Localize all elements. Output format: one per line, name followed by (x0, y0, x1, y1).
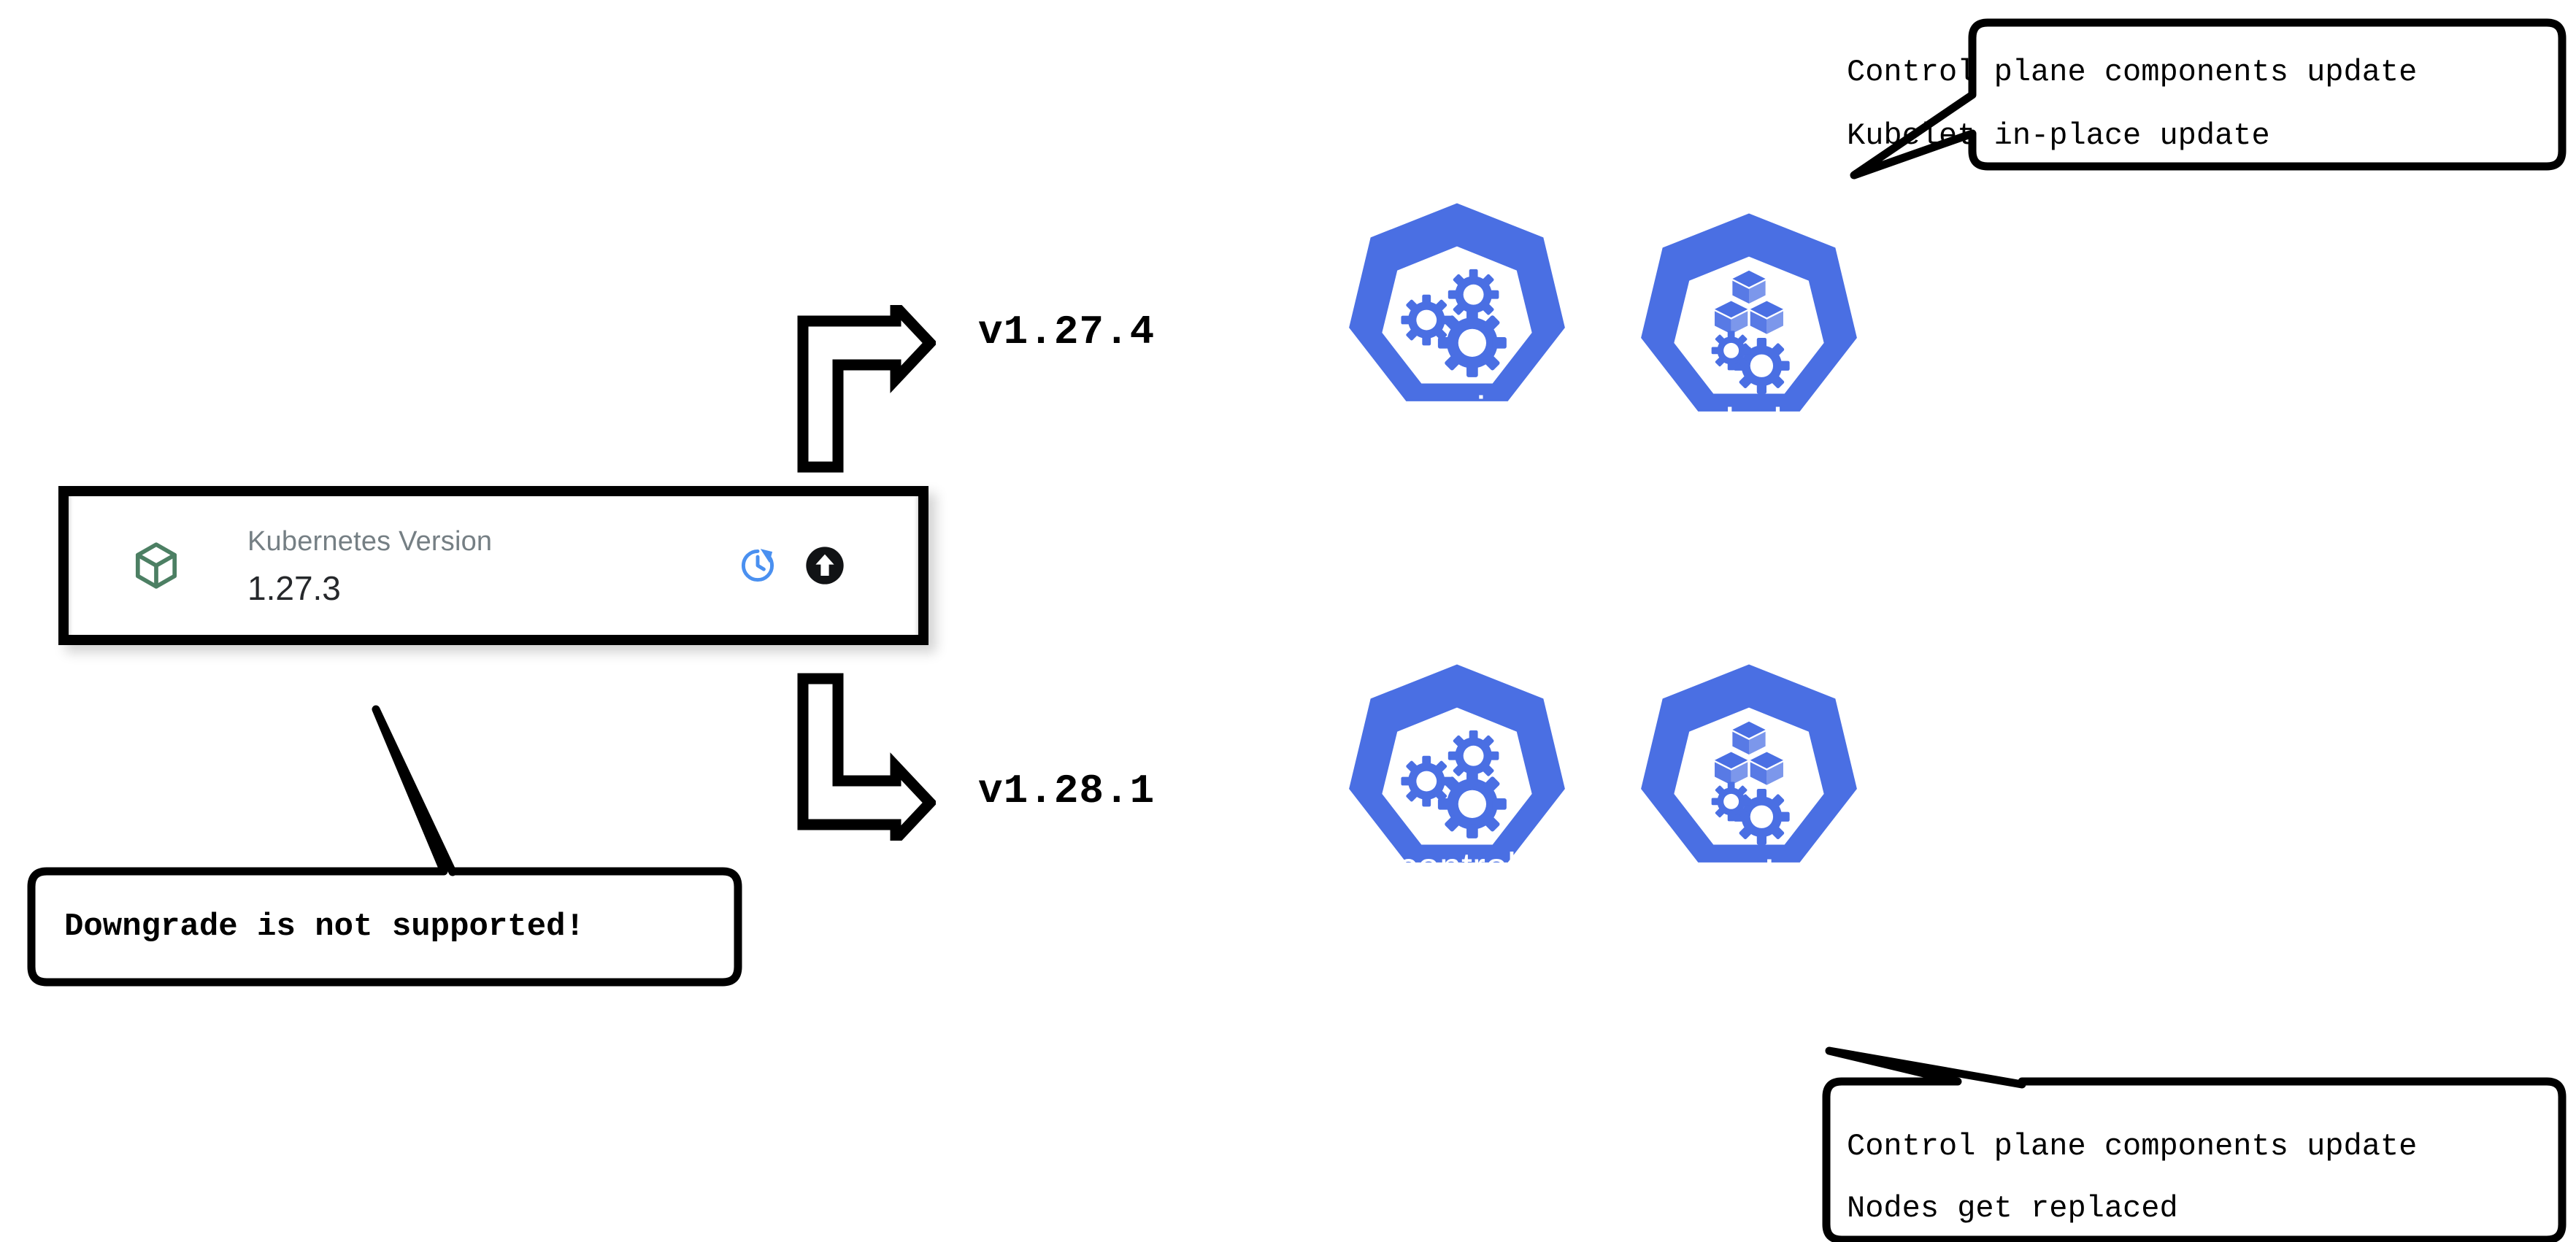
restore-clock-icon[interactable] (737, 545, 778, 586)
upgrade-arrow-circle-icon[interactable] (804, 545, 845, 586)
k8s-kubelet-label: kubelet (1680, 398, 1819, 447)
callout-patch-upgrade-line2: Kubelet in-place update (1847, 118, 2270, 153)
k8s-control-plane-label-line1: control (1398, 845, 1516, 889)
callout-minor-upgrade-line1: Control plane components update (1847, 1129, 2418, 1164)
arrow-upgrade-patch-icon (797, 293, 938, 477)
kubernetes-version-card-body: Kubernetes Version 1.27.3 (69, 496, 918, 635)
version-label-patch: v1.27.4 (978, 309, 1156, 355)
kubernetes-version-label: Kubernetes Version (247, 525, 493, 557)
k8s-control-plane-logo: control plane (1330, 657, 1584, 923)
callout-patch-upgrade: Control plane components update Kubelet … (1803, 7, 2569, 193)
k8s-control-plane-label-line2: plane (1409, 879, 1505, 911)
callout-patch-upgrade-line1: Control plane components update (1847, 55, 2418, 90)
version-label-minor: v1.28.1 (978, 768, 1156, 814)
kubernetes-version-value: 1.27.3 (247, 568, 341, 607)
k8s-node-logo: node (1622, 657, 1876, 911)
callout-minor-upgrade-line2: Nodes get replaced (1847, 1191, 2178, 1226)
kubernetes-version-actions (737, 545, 845, 586)
cube-icon (130, 539, 182, 592)
callout-downgrade-text: Downgrade is not supported! (64, 909, 585, 945)
k8s-api-logo: api (1330, 196, 1584, 450)
k8s-api-label: api (1429, 387, 1486, 436)
k8s-kubelet-logo: kubelet (1622, 206, 1876, 460)
kubernetes-version-text: Kubernetes Version 1.27.3 (247, 525, 492, 606)
k8s-node-label: node (1698, 852, 1799, 903)
callout-downgrade-warning: Downgrade is not supported! (7, 679, 774, 1003)
callout-minor-upgrade: Control plane components update Nodes ge… (1803, 1029, 2569, 1242)
kubernetes-version-card[interactable]: Kubernetes Version 1.27.3 (58, 486, 928, 645)
arrow-upgrade-minor-icon (797, 673, 938, 853)
